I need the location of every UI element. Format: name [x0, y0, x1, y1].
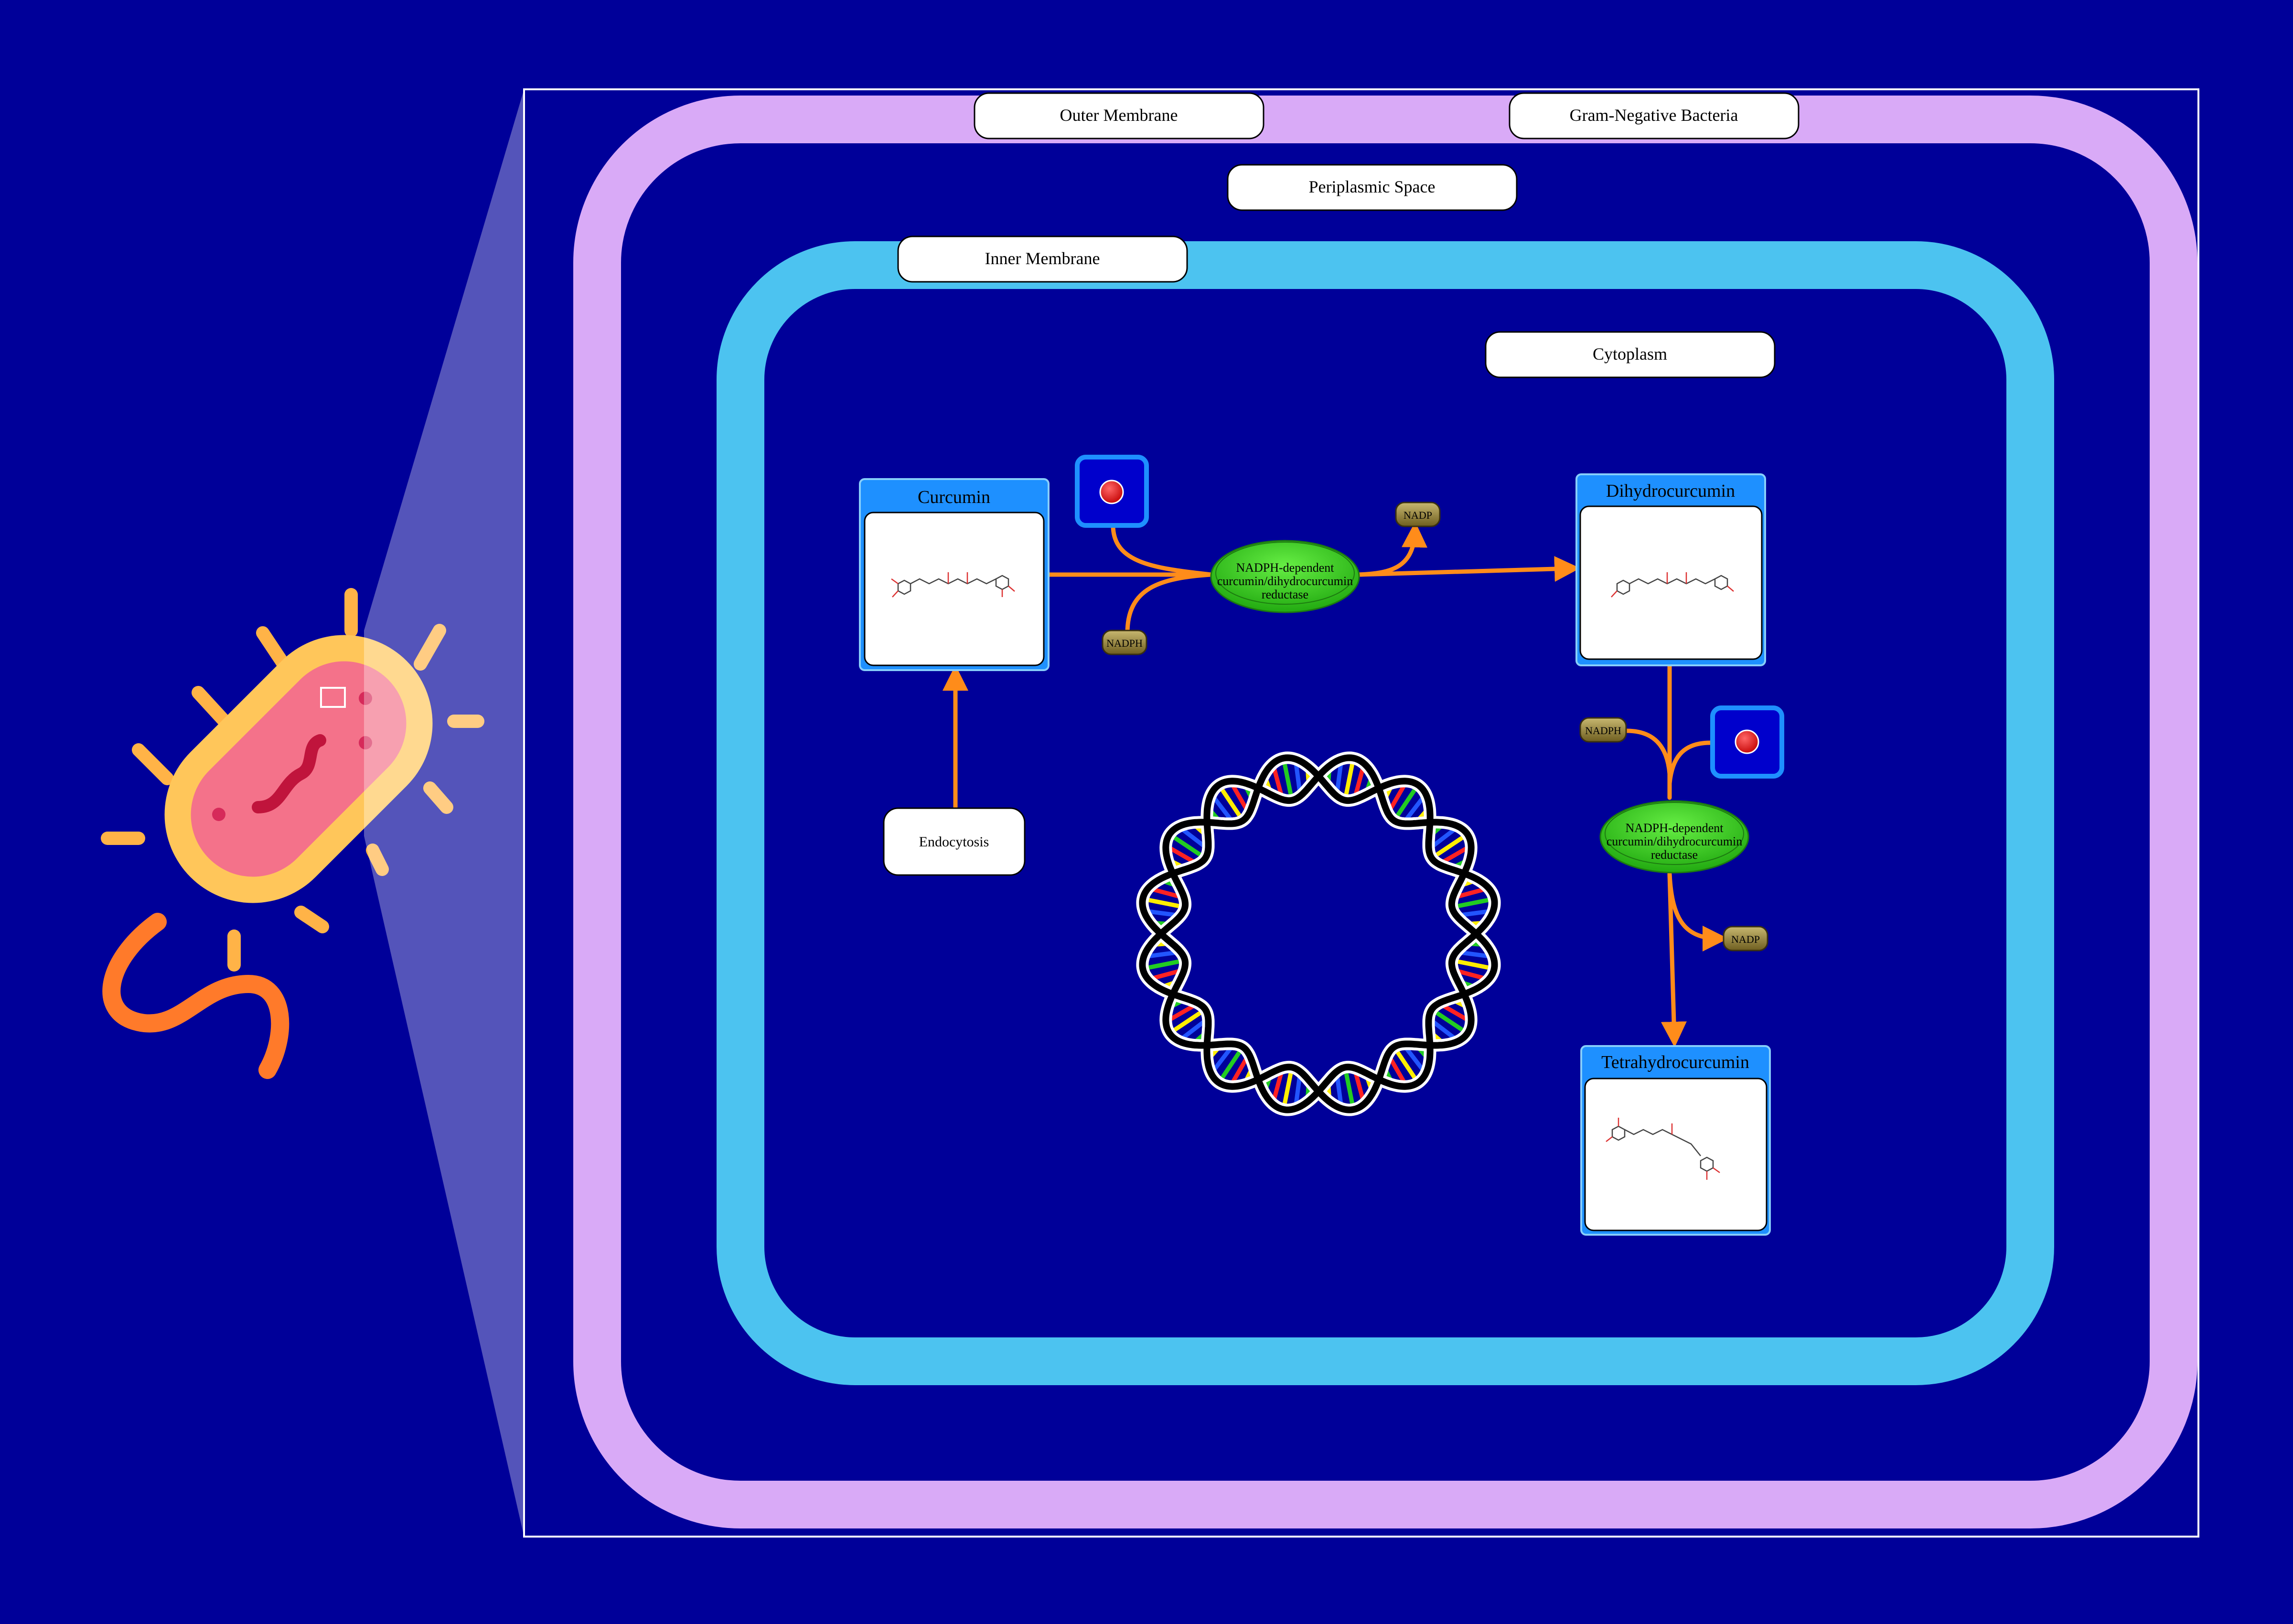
compound-tetrahydrocurcumin-label: Tetrahydrocurcumin — [1601, 1052, 1749, 1072]
svg-text:Gram-Negative Bacteria: Gram-Negative Bacteria — [1570, 106, 1738, 125]
svg-text:Cytoplasm: Cytoplasm — [1593, 344, 1667, 363]
svg-text:curcumin/dihydrocurcumin: curcumin/dihydrocurcumin — [1217, 574, 1353, 588]
dna-base-pair — [1217, 1046, 1245, 1084]
dna-base-pair — [1392, 783, 1420, 822]
outer-membrane-label: Outer Membrane — [974, 92, 1264, 139]
dna-base-pair — [1142, 897, 1186, 909]
bacterium-icon — [101, 588, 484, 1079]
dihydrocurcumin-structure-icon — [1611, 572, 1734, 598]
dna-strand — [1139, 754, 1498, 1113]
curcumin-structure-icon — [891, 572, 1015, 598]
inner-membrane-label: Inner Membrane — [897, 235, 1188, 283]
svg-text:Inner Membrane: Inner Membrane — [985, 249, 1100, 268]
cofactor-nadp-1: NADP — [1395, 502, 1441, 527]
title-label: Gram-Negative Bacteria — [1509, 92, 1800, 139]
cytoplasm-label: Cytoplasm — [1485, 331, 1776, 378]
svg-text:NADPH-dependent: NADPH-dependent — [1236, 561, 1334, 575]
cofactor-nadp-2: NADP — [1723, 926, 1768, 951]
dna-base-pair — [1281, 1067, 1294, 1110]
enzyme-reductase-1[interactable]: NADPH-dependent curcumin/dihydrocurcumin… — [1210, 540, 1360, 613]
ion-marker-icon — [1710, 705, 1784, 779]
dna-base-pair — [1451, 958, 1495, 971]
cofactor-nadph-2: NADPH — [1579, 717, 1627, 743]
zoom-wedge — [364, 89, 524, 1537]
tetrahydrocurcumin-structure-icon — [1606, 1118, 1720, 1180]
compound-dihydrocurcumin-label: Dihydrocurcumin — [1606, 481, 1735, 501]
cofactor-nadph-1: NADPH — [1102, 630, 1147, 655]
compound-tetrahydrocurcumin[interactable]: Tetrahydrocurcumin — [1580, 1045, 1771, 1236]
dna-base-pair — [1168, 832, 1207, 860]
svg-text:Endocytosis: Endocytosis — [919, 834, 989, 850]
svg-text:NADP: NADP — [1404, 509, 1432, 521]
svg-text:Periplasmic Space: Periplasmic Space — [1309, 177, 1436, 196]
dna-base-pair — [1281, 758, 1294, 801]
compound-curcumin[interactable]: Curcumin — [859, 478, 1050, 671]
svg-text:reductase: reductase — [1651, 848, 1698, 862]
dna-base-pair — [1142, 958, 1186, 971]
enzyme-reductase-2[interactable]: NADPH-dependent curcumin/dihydrocurcumin… — [1599, 800, 1749, 874]
dna-base-pair — [1343, 758, 1356, 801]
svg-text:curcumin/dihydrocurcumin: curcumin/dihydrocurcumin — [1607, 834, 1742, 848]
dna-base-pair — [1343, 1067, 1356, 1110]
compound-dihydrocurcumin[interactable]: Dihydrocurcumin — [1575, 473, 1766, 666]
dna-base-pair — [1430, 1007, 1469, 1036]
endocytosis-node[interactable]: Endocytosis — [883, 807, 1026, 876]
svg-text:Outer Membrane: Outer Membrane — [1060, 106, 1178, 125]
svg-text:reductase: reductase — [1262, 588, 1308, 601]
dna-ring-icon — [1136, 751, 1501, 1116]
dna-base-pair — [1168, 1007, 1207, 1036]
dna-base-pair — [1430, 832, 1469, 860]
svg-text:NADPH: NADPH — [1585, 725, 1621, 737]
zoom-frame — [523, 88, 2199, 1538]
reaction-arrows — [943, 522, 1728, 1047]
compound-curcumin-label: Curcumin — [918, 487, 990, 507]
ion-marker-icon — [1075, 455, 1149, 528]
svg-text:NADPH: NADPH — [1106, 637, 1143, 649]
outer-membrane — [573, 96, 2197, 1528]
svg-text:NADP: NADP — [1731, 933, 1760, 945]
dna-base-pair — [1451, 897, 1495, 909]
inner-membrane — [717, 241, 2054, 1385]
dna-base-pair — [1392, 1046, 1420, 1084]
periplasm-label: Periplasmic Space — [1227, 164, 1518, 211]
svg-text:NADPH-dependent: NADPH-dependent — [1625, 821, 1724, 835]
dna-base-pair — [1217, 783, 1245, 822]
